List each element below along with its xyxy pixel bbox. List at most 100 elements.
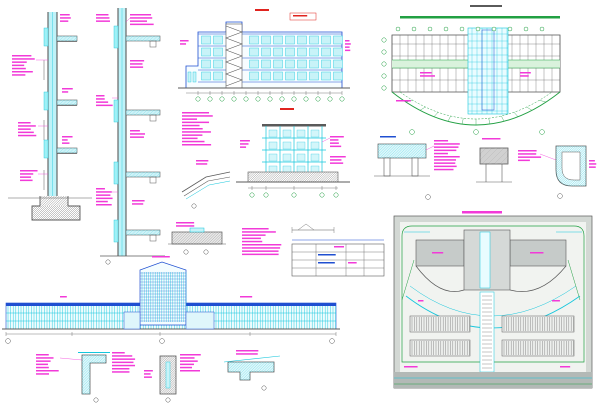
hatch-line bbox=[49, 206, 65, 220]
label-text-line bbox=[434, 162, 456, 164]
label-text-block bbox=[434, 140, 460, 171]
hatch-line bbox=[403, 144, 419, 158]
label-text-line bbox=[180, 370, 200, 372]
notes-list bbox=[182, 112, 213, 146]
window bbox=[268, 129, 278, 138]
label-text-line bbox=[518, 156, 542, 158]
label-text-block bbox=[404, 366, 418, 368]
hatch-line bbox=[160, 372, 176, 389]
axis-bubble bbox=[409, 129, 415, 135]
hatch-line bbox=[228, 362, 240, 380]
hatch-line bbox=[480, 148, 487, 155]
hatch-line bbox=[73, 213, 80, 220]
label-text-line bbox=[96, 191, 112, 193]
hatch-line bbox=[157, 38, 160, 41]
hatch-line bbox=[150, 110, 156, 115]
hatch-line bbox=[423, 154, 426, 158]
insulation-line bbox=[78, 352, 110, 353]
label-text-line bbox=[434, 152, 448, 155]
label-text-line bbox=[36, 363, 48, 366]
building-footprint bbox=[415, 229, 567, 292]
label-text-block bbox=[330, 136, 344, 148]
label-text-block bbox=[520, 72, 531, 77]
label-text-line bbox=[130, 136, 144, 138]
label-text-line bbox=[345, 46, 350, 48]
hatch-line bbox=[395, 144, 411, 158]
hatch-line bbox=[288, 172, 299, 182]
label-text-line bbox=[420, 72, 432, 74]
junction-post bbox=[383, 157, 391, 177]
label-text-line bbox=[348, 262, 357, 264]
label-text-block bbox=[240, 296, 253, 298]
label-text-line bbox=[112, 368, 130, 370]
hatch-line bbox=[69, 209, 80, 220]
column-core bbox=[165, 361, 171, 389]
label-text-line bbox=[180, 40, 189, 42]
hatch-line bbox=[82, 355, 105, 394]
axis-bubble bbox=[329, 338, 335, 344]
label-text-line bbox=[182, 137, 198, 140]
hatch-line bbox=[196, 232, 209, 244]
window bbox=[261, 47, 271, 57]
hatch-line bbox=[317, 172, 328, 182]
label-text-line bbox=[434, 159, 457, 161]
hatch-line bbox=[82, 355, 94, 394]
window bbox=[273, 47, 283, 57]
hatch-line bbox=[485, 148, 502, 164]
hatch-line bbox=[492, 148, 508, 164]
hatch-line bbox=[378, 144, 390, 156]
hatch-line bbox=[408, 144, 423, 158]
label-text-line bbox=[96, 104, 113, 107]
ceiling-line bbox=[57, 41, 77, 42]
window-frame bbox=[113, 25, 119, 49]
label-text-line bbox=[432, 252, 444, 254]
hatch-line bbox=[132, 230, 138, 235]
hatch-line bbox=[160, 370, 176, 387]
beam bbox=[149, 234, 157, 242]
hatch-line bbox=[228, 362, 241, 380]
window-frame bbox=[43, 91, 49, 111]
label-text-line bbox=[345, 40, 350, 42]
label-text-line bbox=[62, 142, 70, 144]
label-text-line bbox=[96, 95, 105, 97]
corner-inner bbox=[561, 151, 581, 181]
label-text-block bbox=[96, 14, 110, 22]
hatch-line bbox=[74, 150, 77, 153]
hatch-line bbox=[172, 232, 181, 241]
label-text-line bbox=[12, 64, 25, 67]
label-text-line bbox=[182, 115, 213, 117]
hatch-line bbox=[53, 196, 65, 206]
wall-section-right bbox=[96, 8, 165, 265]
hatch-line bbox=[63, 36, 69, 41]
label-text-line bbox=[36, 370, 59, 372]
radial-wall bbox=[433, 112, 439, 117]
radial-wall bbox=[539, 100, 547, 103]
label-text-block bbox=[144, 370, 153, 378]
hatch-line bbox=[489, 148, 506, 164]
label-text-line bbox=[242, 228, 269, 230]
drawing-title-mark bbox=[255, 9, 269, 11]
hatch-line bbox=[102, 355, 106, 394]
hatch-line bbox=[57, 100, 60, 104]
label-text-line bbox=[60, 14, 70, 16]
hatch-line bbox=[155, 110, 160, 115]
hatch-line bbox=[143, 172, 149, 177]
hatch-line bbox=[61, 148, 67, 153]
label-text-block bbox=[348, 262, 357, 264]
hatch-line bbox=[275, 172, 286, 182]
hatch-line bbox=[207, 232, 221, 244]
hatch-line bbox=[198, 232, 211, 244]
hatch-line bbox=[75, 39, 77, 41]
hatch-line bbox=[378, 144, 382, 148]
label-text-line bbox=[330, 159, 342, 161]
hatch-line bbox=[480, 148, 497, 164]
window bbox=[201, 35, 211, 45]
label-text-line bbox=[345, 49, 351, 52]
hatch-line bbox=[172, 232, 179, 239]
label-text-line bbox=[112, 352, 125, 354]
hatch-line bbox=[193, 232, 206, 244]
stair-well bbox=[481, 29, 495, 111]
label-text-line bbox=[236, 353, 258, 355]
hatch-line bbox=[378, 144, 388, 154]
